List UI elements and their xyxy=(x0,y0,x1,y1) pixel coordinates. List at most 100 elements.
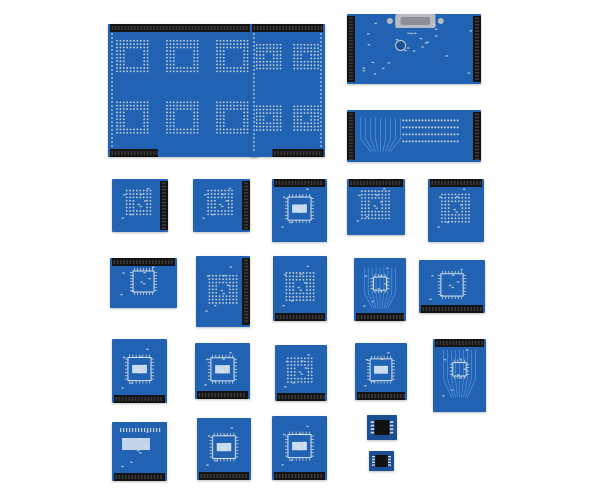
chip-footprint xyxy=(207,354,238,384)
socket-pads xyxy=(216,39,249,73)
copper-traces xyxy=(360,117,401,152)
pcb-artwork xyxy=(421,268,483,313)
socket-pads xyxy=(285,272,315,302)
pin-header xyxy=(430,179,482,187)
pin-header xyxy=(110,24,256,32)
pin-header xyxy=(473,16,481,82)
smd-components xyxy=(121,187,150,219)
adapter-board xyxy=(272,179,327,242)
socket-pads xyxy=(293,105,319,131)
pcb-artwork xyxy=(199,427,249,480)
adapter-board xyxy=(112,422,167,481)
pcb-artwork xyxy=(435,339,484,398)
adapter-board xyxy=(112,339,167,403)
adapter-board xyxy=(369,451,394,471)
adapter-board xyxy=(433,339,486,412)
pcb-artwork xyxy=(349,179,403,222)
chip-footprint xyxy=(130,268,157,295)
soic-chip xyxy=(370,420,394,435)
pin-header xyxy=(347,16,355,82)
pad-rows xyxy=(402,119,459,143)
pcb-artwork xyxy=(114,428,165,481)
adapter-board xyxy=(195,343,250,399)
adapter-board xyxy=(110,258,177,308)
copper-traces xyxy=(364,267,396,309)
socket-pads xyxy=(286,357,313,383)
adapter-board xyxy=(347,110,481,162)
adapter-board xyxy=(272,416,327,480)
pcb-artwork xyxy=(197,352,248,399)
pin-header xyxy=(242,258,250,325)
pcb-artwork xyxy=(347,14,481,82)
chip-footprint xyxy=(370,274,390,294)
pcb-artwork xyxy=(369,451,394,471)
pin-header xyxy=(274,179,325,187)
pcb-artwork xyxy=(275,265,325,321)
pcb-artwork xyxy=(356,267,404,321)
adapter-board xyxy=(428,179,484,242)
pin-header xyxy=(252,24,323,32)
socket-pads xyxy=(208,274,238,304)
socket-pads xyxy=(166,101,199,134)
pin-header xyxy=(349,179,403,187)
pad-strip xyxy=(253,29,322,151)
socket-pads xyxy=(293,43,319,70)
chip-footprint xyxy=(437,270,467,300)
pcb-artwork xyxy=(250,24,325,157)
adapter-board xyxy=(108,24,258,157)
pcb-artwork xyxy=(114,348,165,403)
adapter-board xyxy=(197,418,251,480)
pin-header xyxy=(421,305,483,313)
pin-header xyxy=(112,258,175,266)
adapter-board xyxy=(112,179,168,232)
soic-chip xyxy=(372,455,391,467)
pin-header xyxy=(347,112,355,160)
smd-components xyxy=(362,22,472,75)
adapter-board xyxy=(275,345,327,401)
pcb-artwork xyxy=(347,112,481,160)
pcb-artwork xyxy=(274,425,325,480)
socket-pads xyxy=(116,101,149,134)
pcb-artwork xyxy=(277,354,325,401)
pin-header xyxy=(114,473,165,481)
adapter-board xyxy=(354,258,406,321)
socket-pads xyxy=(207,189,233,216)
socket-pads xyxy=(255,43,282,70)
adapter-board xyxy=(347,14,481,84)
socket-pads xyxy=(360,190,390,220)
copper-traces xyxy=(443,349,476,398)
adapter-board xyxy=(196,256,250,327)
smd-components xyxy=(205,266,233,312)
chip-footprint xyxy=(124,354,155,384)
pin-header xyxy=(435,339,484,347)
pcb-artwork xyxy=(112,258,175,296)
pcb-artwork xyxy=(367,415,397,440)
pin-header xyxy=(473,112,481,160)
socket-pads xyxy=(216,101,249,134)
pin-header xyxy=(114,395,165,403)
pcb-artwork xyxy=(202,181,250,230)
chip-footprint xyxy=(209,432,239,462)
adapter-board xyxy=(250,24,325,157)
pin-header xyxy=(197,391,248,399)
pin-header xyxy=(199,472,249,480)
adapter-board xyxy=(355,343,407,400)
pcb-artwork xyxy=(205,258,250,325)
smd-components xyxy=(356,188,386,222)
pin-header xyxy=(357,392,405,400)
chip-footprint xyxy=(449,359,470,379)
chip-footprint xyxy=(367,355,395,384)
socket-pads xyxy=(166,39,199,73)
db9-connector xyxy=(386,14,444,28)
socket-pads xyxy=(125,189,152,216)
pin-header xyxy=(110,149,158,157)
pcb-artwork xyxy=(108,24,258,157)
pcb-artwork xyxy=(357,352,405,400)
pin-header xyxy=(242,181,250,230)
smd-components xyxy=(202,187,231,219)
adapter-board xyxy=(347,179,405,235)
smd-components xyxy=(437,188,466,228)
socket-pads xyxy=(440,193,470,223)
pin-header xyxy=(275,313,325,321)
